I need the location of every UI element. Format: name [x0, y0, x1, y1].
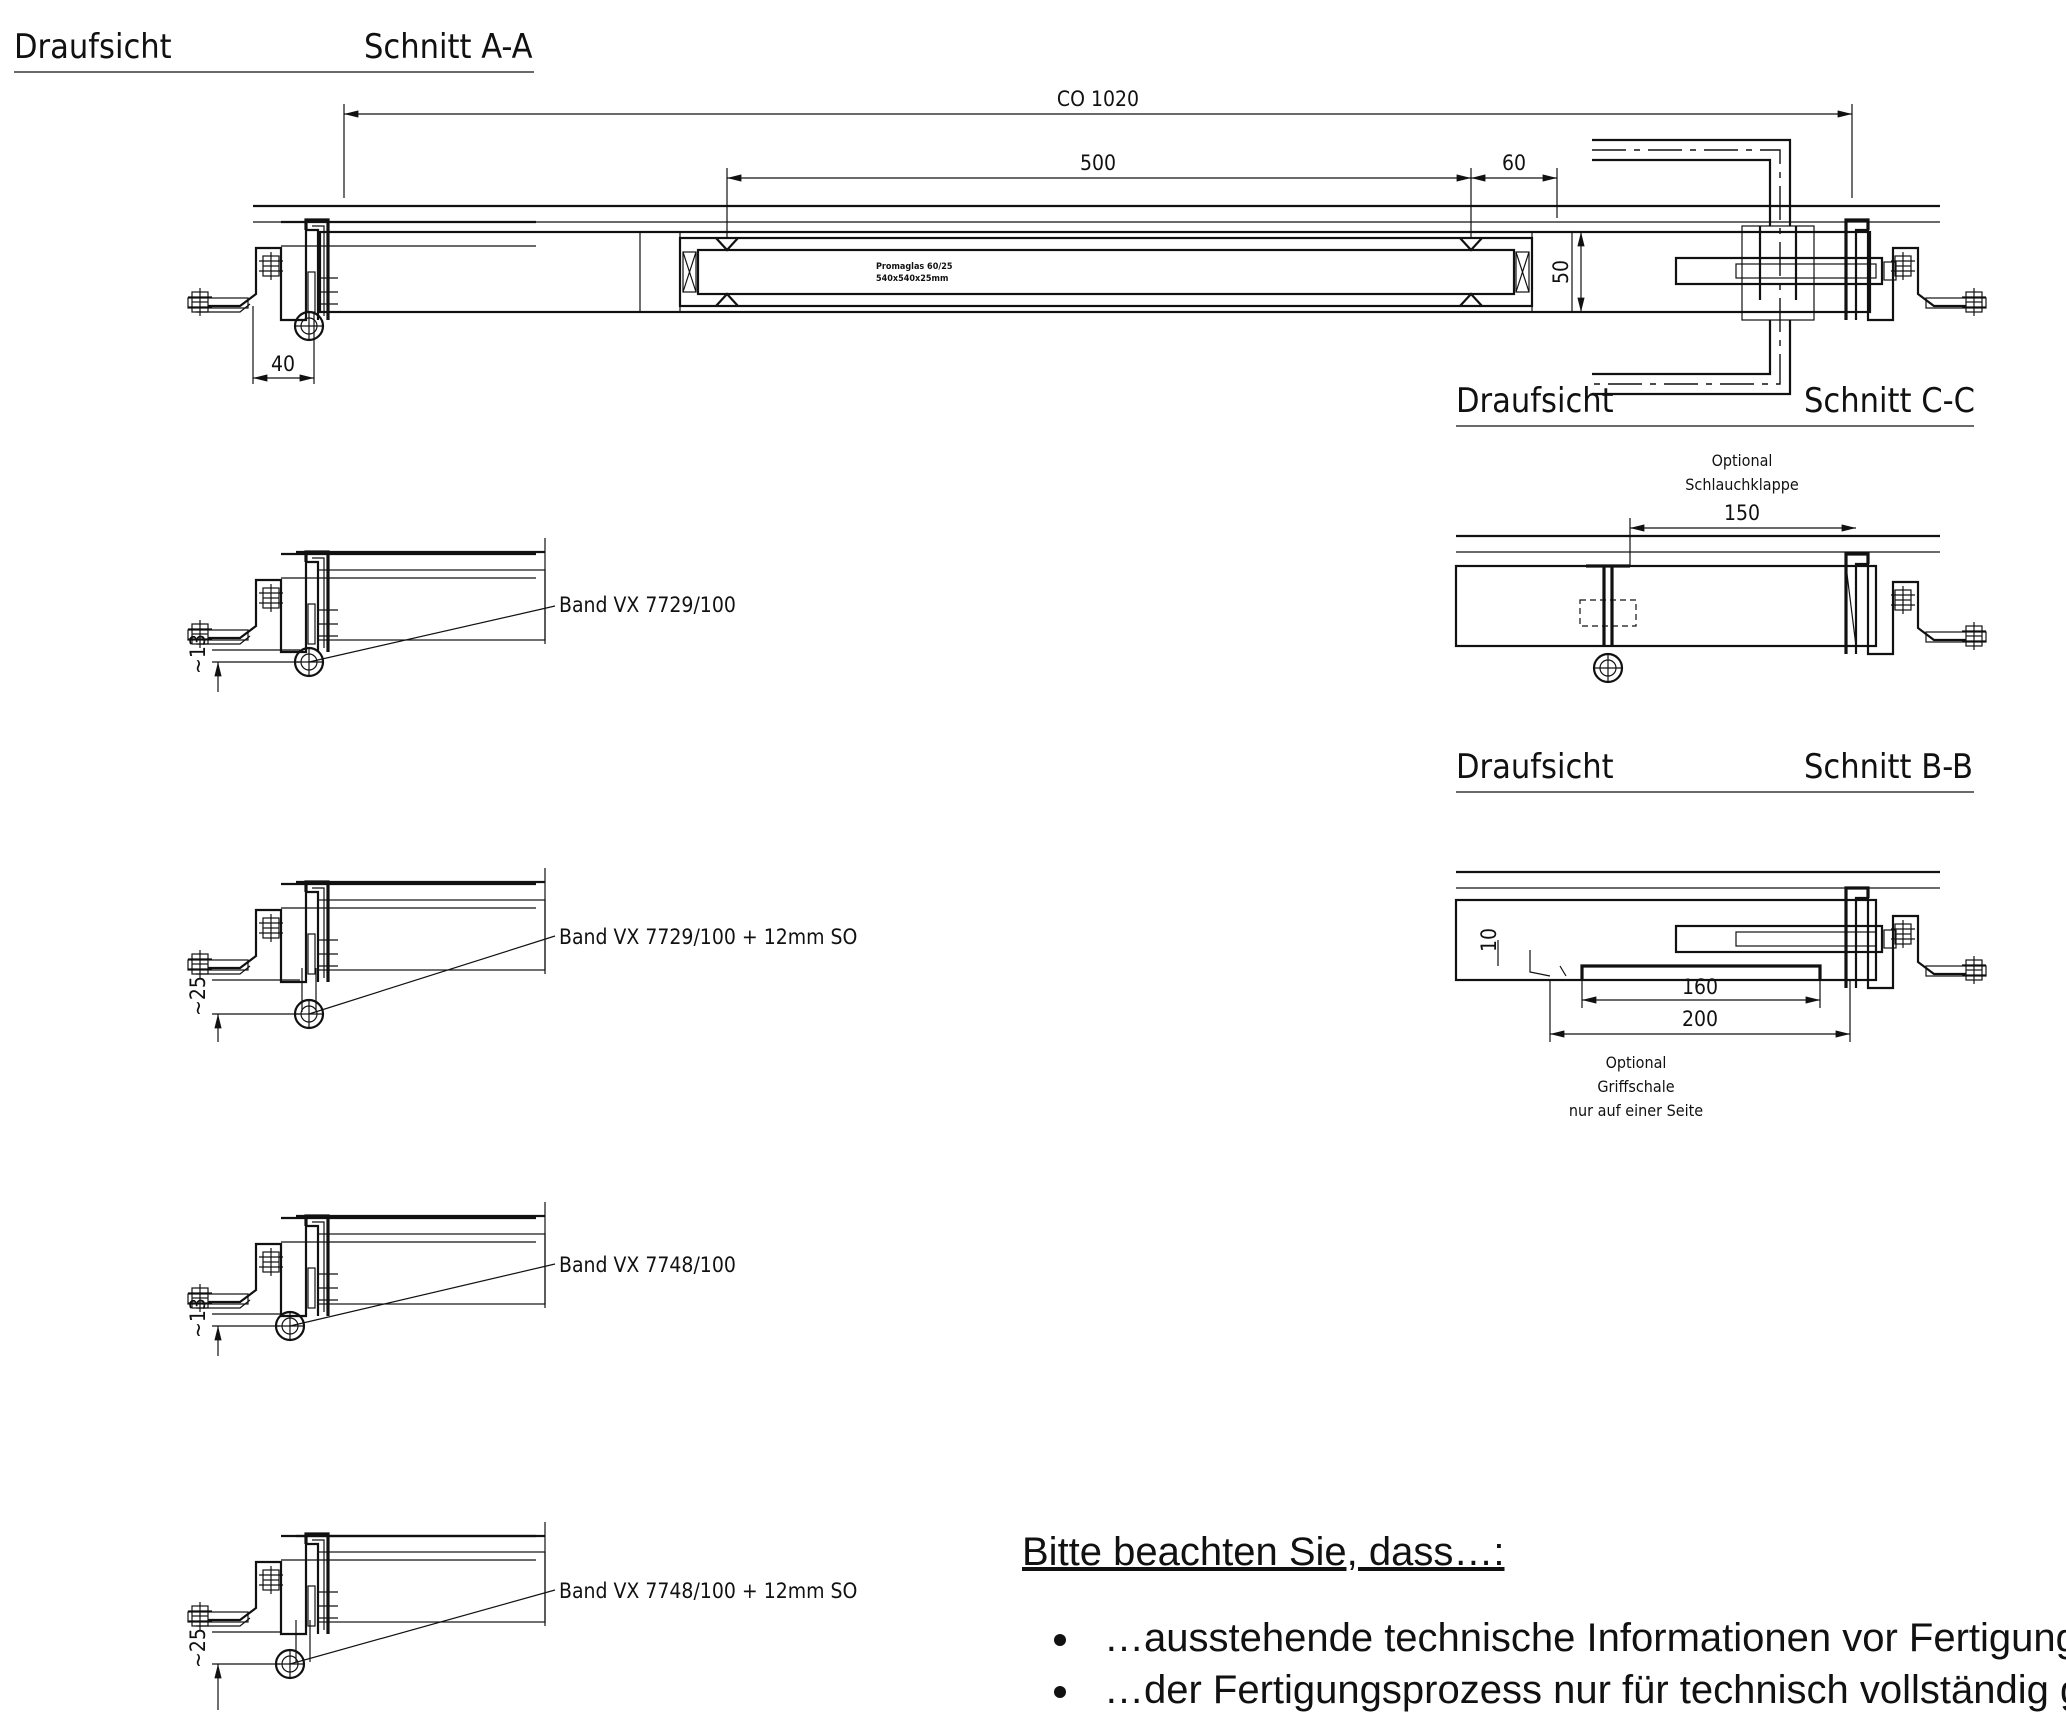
- notice-title: Bitte beachten Sie, dass…:: [1022, 1530, 1505, 1574]
- door-leaf: [318, 230, 1872, 314]
- section-label-a-a: Schnitt A-A: [364, 27, 533, 67]
- hinge-variant-3: Band VX 7748/100 ~13: [186, 1202, 736, 1356]
- hinge-label-4: Band VX 7748/100 + 12mm SO: [559, 1579, 857, 1603]
- notice-list: …ausstehende technische Informationen vo…: [1022, 1612, 2066, 1716]
- view-label-draufsicht-c: Draufsicht: [1456, 381, 1614, 421]
- glass-label-size: 540x540x25mm: [876, 274, 948, 284]
- hinge-gap-3: ~13: [186, 1298, 210, 1338]
- grip-option-label: Optional: [1606, 1053, 1667, 1072]
- lock-case-b: [1674, 924, 1884, 954]
- hose-flap: [1586, 564, 1630, 646]
- grip-side-label: nur auf einer Seite: [1569, 1101, 1703, 1120]
- lever-handle-top: [1592, 138, 1792, 226]
- hinge-label-1: Band VX 7729/100: [559, 593, 736, 617]
- hinge-variant-1: Band VX 7729/100 ~13: [186, 538, 736, 692]
- glass-frame: [678, 236, 1534, 308]
- hinge-gap-4: ~25: [186, 1628, 210, 1668]
- dim-frame-offset: 60: [1502, 151, 1526, 175]
- dim-glass-width: 500: [1080, 151, 1116, 175]
- lever-handle-bottom: [1592, 320, 1792, 396]
- dim-overall: CO 1020: [1057, 87, 1139, 111]
- section-label-c-c: Schnitt C-C: [1804, 381, 1975, 421]
- hinge-gap-2: ~25: [186, 976, 210, 1016]
- dim-grip-inner: 160: [1682, 975, 1718, 999]
- right-frame-lock-side: [1844, 218, 1987, 322]
- fire-glass-pane: [696, 248, 1516, 296]
- hinge-label-3: Band VX 7748/100: [559, 1253, 736, 1277]
- lock-case: [1674, 256, 1884, 286]
- hinge-variant-4: Band VX 7748/100 + 12mm SO ~25: [186, 1522, 857, 1710]
- section-label-b-b: Schnitt B-B: [1804, 747, 1973, 787]
- section-a-a: Draufsicht Schnitt A-A CO 1020 500 60 Pr…: [14, 27, 1987, 396]
- dim-flap-width: 150: [1724, 501, 1760, 525]
- notice-item: …der Fertigungsprozess nur für technisch…: [1084, 1664, 2066, 1716]
- hinge-variant-2: Band VX 7729/100 + 12mm SO ~25: [186, 868, 857, 1042]
- dim-grip-outer: 200: [1682, 1007, 1718, 1031]
- notice-box: Bitte beachten Sie, dass…: …ausstehende …: [1022, 1530, 2066, 1717]
- section-b-b: Draufsicht Schnitt B-B 10 160 200 Option…: [1454, 747, 1987, 1120]
- notice-item: …ausstehende technische Informationen vo…: [1084, 1612, 2066, 1664]
- dim-thickness: 50: [1549, 260, 1573, 284]
- section-c-c: Draufsicht Schnitt C-C Optional Schlauch…: [1454, 381, 1987, 684]
- hinge-label-2: Band VX 7729/100 + 12mm SO: [559, 925, 857, 949]
- dim-hinge-offset: 40: [271, 352, 295, 376]
- hinge-gap-1: ~13: [186, 634, 210, 674]
- flap-option-label: Optional: [1712, 451, 1773, 470]
- view-label-draufsicht-b: Draufsicht: [1456, 747, 1614, 787]
- flap-name-label: Schlauchklappe: [1685, 475, 1799, 494]
- grip-shell: [1580, 964, 1822, 980]
- glass-label-type: Promaglas 60/25: [876, 262, 953, 272]
- view-label-draufsicht-top: Draufsicht: [14, 27, 172, 67]
- grip-name-label: Griffschale: [1597, 1077, 1674, 1096]
- dim-grip-depth: 10: [1477, 928, 1501, 952]
